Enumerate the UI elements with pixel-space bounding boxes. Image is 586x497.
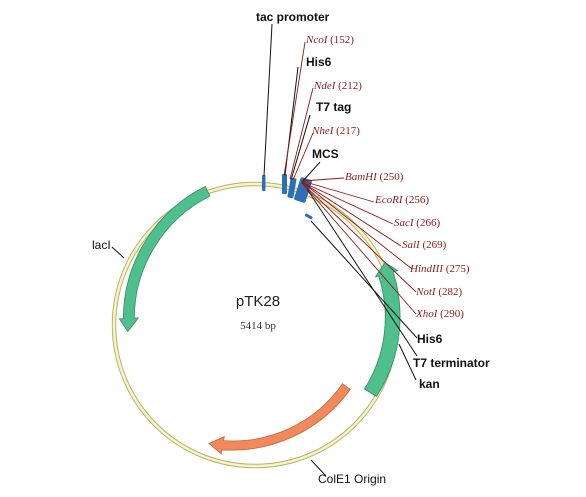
label-kan: kan: [419, 377, 440, 391]
label-laci: lacI: [92, 238, 111, 252]
label-t7-tag: T7 tag: [316, 100, 351, 114]
label-his6-bottom: His6: [417, 332, 443, 346]
his6-mark: [282, 174, 287, 194]
label-t7-terminator: T7 terminator: [413, 356, 490, 370]
site-not: NotI (282): [415, 286, 462, 298]
site-nde: NdeI (212): [313, 80, 362, 92]
cole1-arrow: [208, 383, 351, 455]
site-sac: SacI (266): [394, 217, 440, 229]
site-leaders: [283, 41, 417, 315]
site-sal: SalI (269): [402, 239, 447, 251]
t7-tag-mark: [287, 177, 297, 199]
label-tac-promoter: tac promoter: [256, 10, 330, 24]
plasmid-name: pTK28: [236, 293, 280, 310]
site-bam: BamHI (250): [345, 171, 404, 183]
label-mcs: MCS: [312, 147, 339, 161]
label-cole1: ColE1 Origin: [318, 472, 386, 486]
label-his6-top: His6: [306, 55, 332, 69]
site-eco: EcoRI (256): [374, 194, 429, 206]
kan-arrow: [363, 261, 401, 397]
plasmid-size: 5414 bp: [240, 320, 276, 332]
laci-arrow: [118, 185, 211, 333]
mcs-mark: [294, 177, 312, 203]
site-xho: XhoI (290): [415, 308, 464, 320]
site-nhe: NheI (217): [311, 125, 360, 137]
tac-promoter-mark: [262, 175, 266, 191]
site-nco: NcoI (152): [305, 34, 354, 46]
site-hind: HindIII (275): [409, 263, 470, 275]
his6-bottom-mark: [304, 213, 313, 220]
